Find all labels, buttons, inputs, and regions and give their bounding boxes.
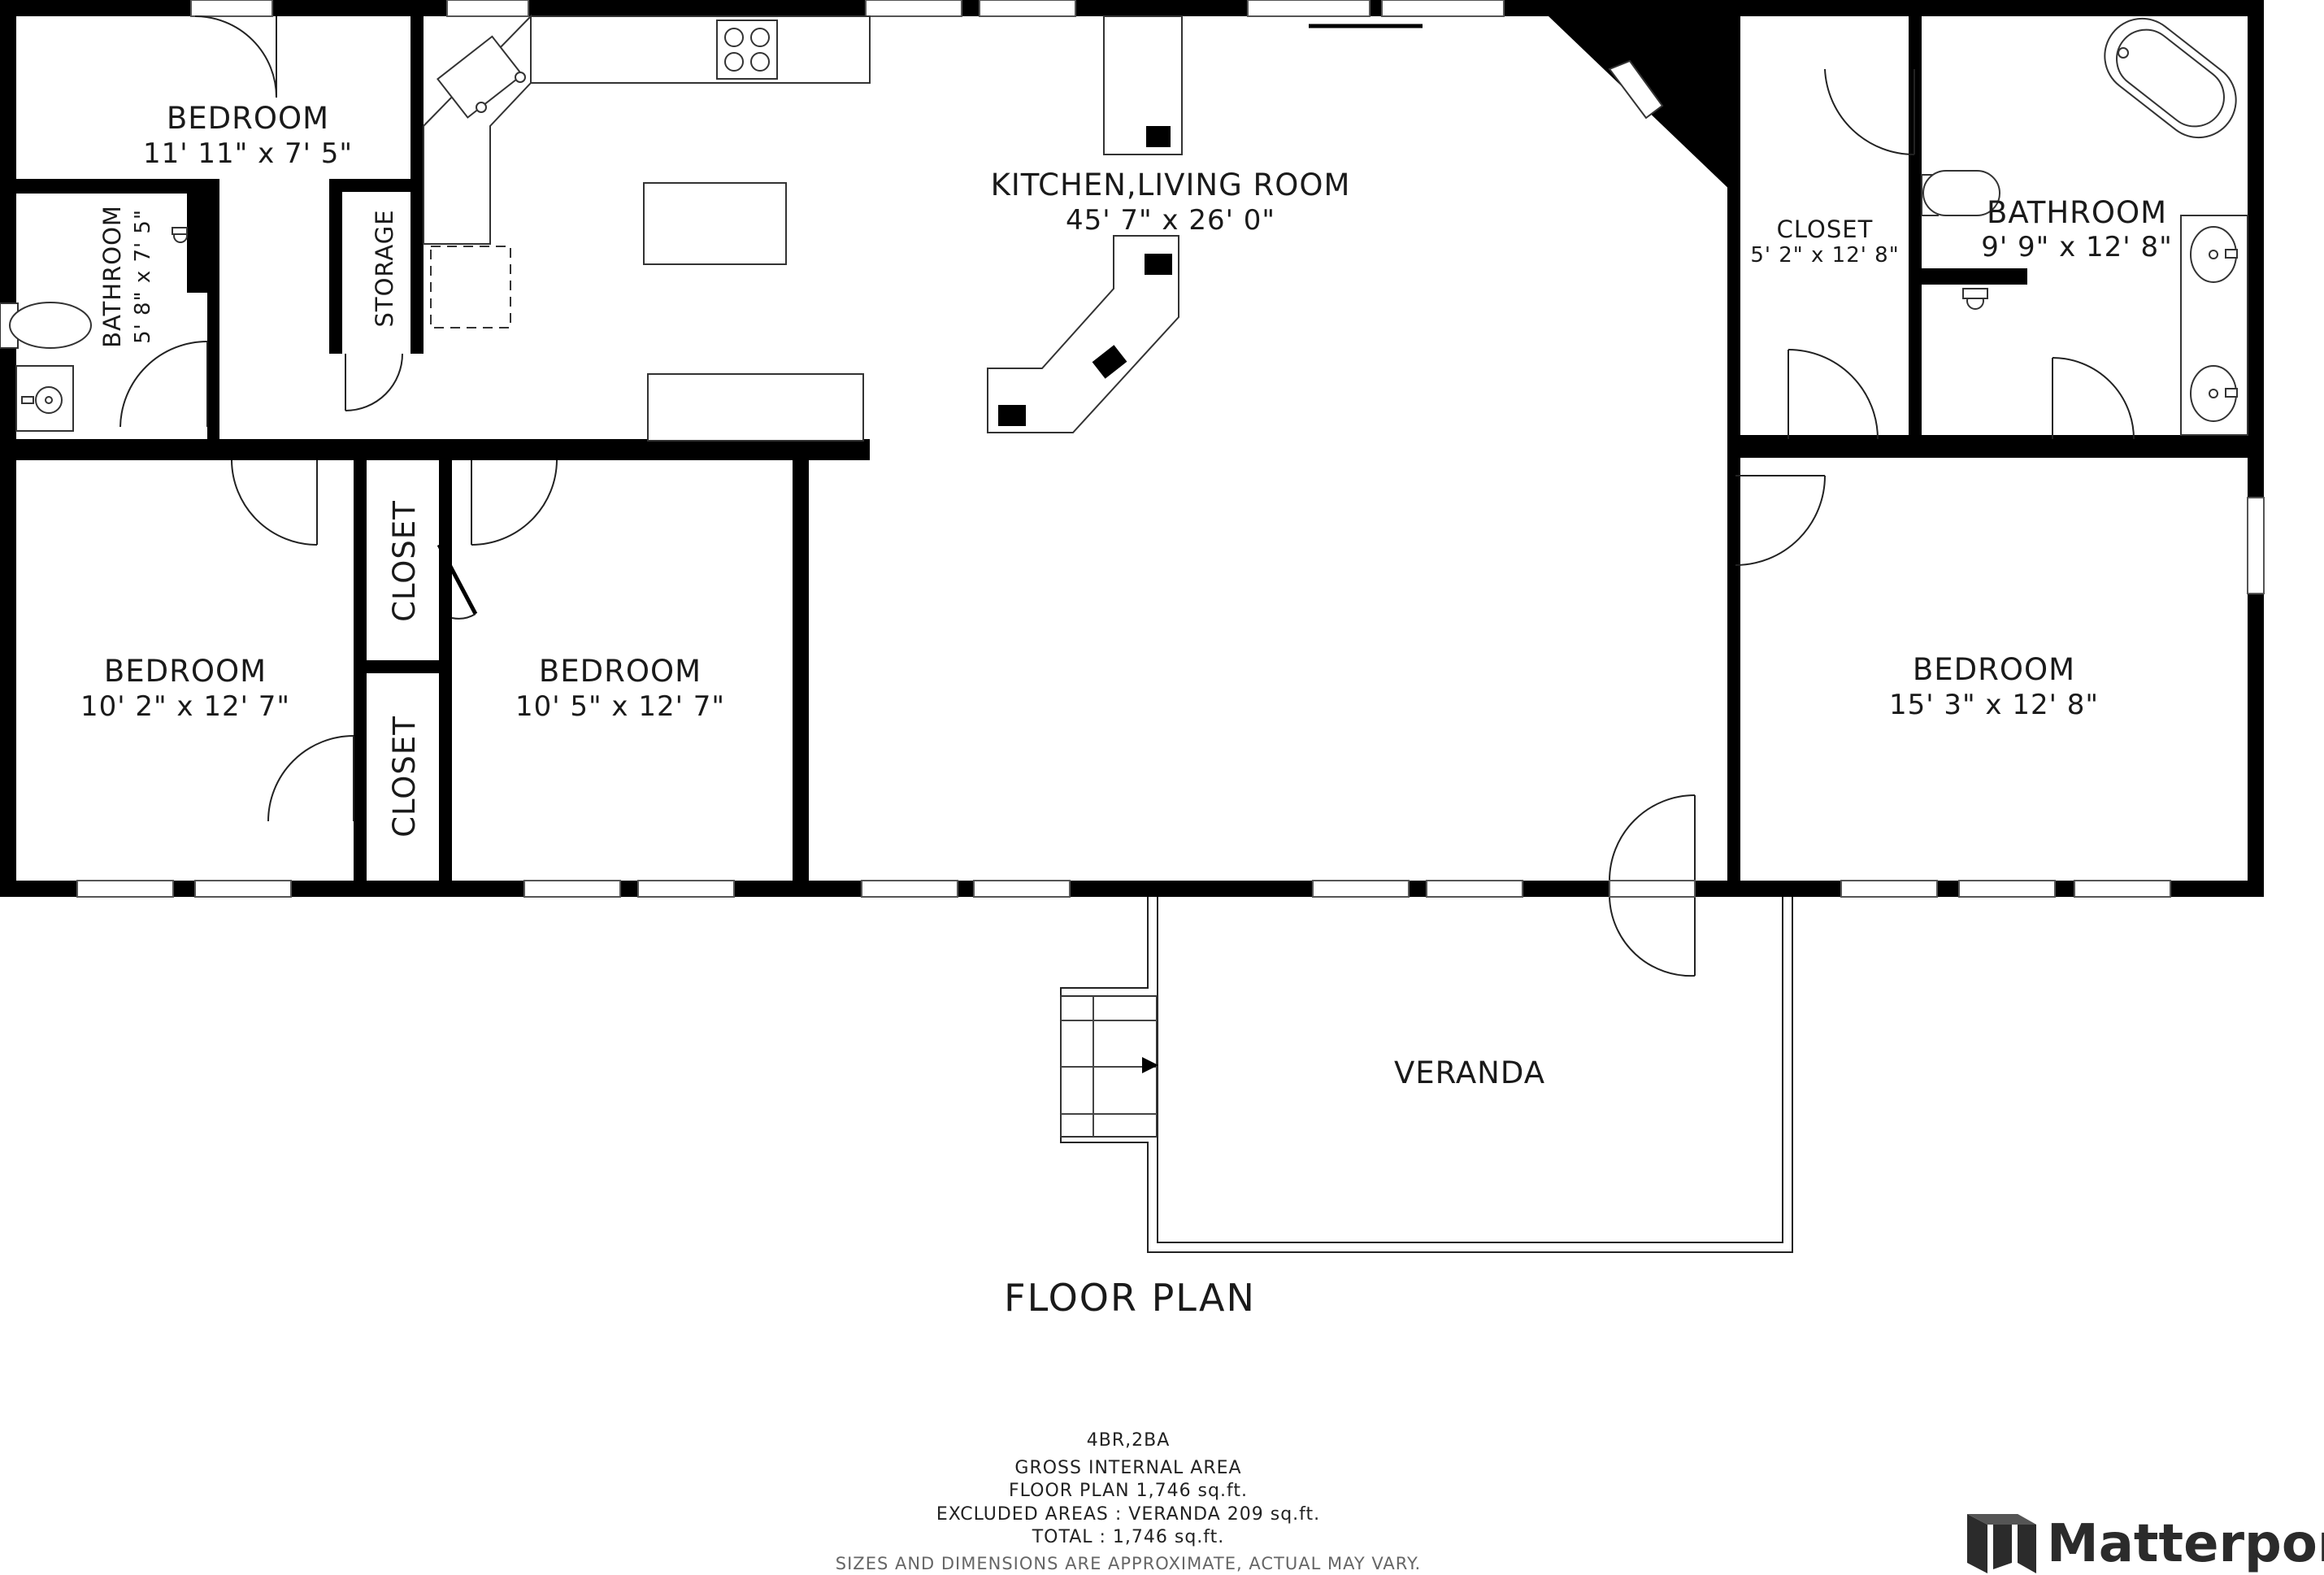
matterport-logo-icon bbox=[1967, 1514, 2036, 1573]
room-dimensions: 10' 5" x 12' 7" bbox=[515, 690, 725, 723]
veranda-outline bbox=[1060, 897, 1793, 1253]
room-name: BEDROOM bbox=[167, 101, 329, 136]
room-storage: STORAGE bbox=[371, 209, 398, 327]
brand-name: Matterport bbox=[2047, 1514, 2324, 1574]
room-bathroom-right: BATHROOM 9' 9" x 12' 8" bbox=[1981, 195, 2172, 263]
disclaimer: SIZES AND DIMENSIONS ARE APPROXIMATE, AC… bbox=[836, 1554, 1421, 1573]
room-name: CLOSET bbox=[1777, 215, 1874, 243]
plan-title: FLOOR PLAN bbox=[1004, 1276, 1256, 1320]
room-bedroom-bottom-left: BEDROOM 10' 2" x 12' 7" bbox=[80, 654, 290, 723]
kitchen-fixtures bbox=[423, 14, 1664, 442]
room-dimensions: 11' 11" x 7' 5" bbox=[143, 137, 353, 170]
area-summary: 4BR,2BA GROSS INTERNAL AREA FLOOR PLAN 1… bbox=[836, 1430, 1421, 1573]
toilet-icon-right bbox=[1922, 170, 2000, 216]
summary-line: 4BR,2BA bbox=[1087, 1430, 1171, 1451]
room-dimensions: 5' 8" x 7' 5" bbox=[131, 209, 155, 344]
room-name: BATHROOM bbox=[1987, 195, 2167, 230]
cooktop-icon bbox=[716, 20, 778, 80]
room-closet-upper: CLOSET bbox=[387, 500, 422, 622]
kitchen-island bbox=[643, 182, 787, 265]
summary-line: FLOOR PLAN 1,746 sq.ft. bbox=[1009, 1481, 1248, 1501]
bathroom-fixtures bbox=[0, 17, 2248, 436]
bathtub-icon bbox=[2104, 17, 2237, 139]
room-dimensions: 9' 9" x 12' 8" bbox=[1981, 231, 2172, 263]
room-bathroom-left: BATHROOM 5' 8" x 7' 5" bbox=[98, 205, 155, 348]
room-bedroom-bottom-mid: BEDROOM 10' 5" x 12' 7" bbox=[515, 654, 725, 723]
room-veranda: VERANDA bbox=[1394, 1055, 1545, 1090]
windows bbox=[0, 0, 2265, 898]
room-closet-lower: CLOSET bbox=[387, 716, 422, 838]
room-bedroom-right: BEDROOM 15' 3" x 12' 8" bbox=[1889, 652, 2099, 721]
room-name: KITCHEN,LIVING ROOM bbox=[991, 168, 1351, 202]
kitchen-sink-icon bbox=[437, 35, 523, 119]
room-dimensions: 5' 2" x 12' 8" bbox=[1750, 243, 1899, 268]
room-bedroom-top-left: BEDROOM 11' 11" x 7' 5" bbox=[143, 101, 353, 170]
summary-line: EXCLUDED AREAS : VERANDA 209 sq.ft. bbox=[936, 1504, 1320, 1525]
doors bbox=[119, 15, 2135, 977]
summary-line: TOTAL : 1,746 sq.ft. bbox=[1032, 1527, 1225, 1547]
room-dimensions: 10' 2" x 12' 7" bbox=[80, 690, 290, 723]
room-name: CLOSET bbox=[387, 500, 422, 622]
summary-line: GROSS INTERNAL AREA bbox=[1014, 1458, 1241, 1478]
room-name: CLOSET bbox=[387, 716, 422, 838]
room-dimensions: 45' 7" x 26' 0" bbox=[1066, 204, 1275, 237]
room-name: VERANDA bbox=[1394, 1055, 1545, 1090]
toilet-icon bbox=[9, 302, 92, 349]
room-name: STORAGE bbox=[371, 209, 398, 327]
room-kitchen-living: KITCHEN,LIVING ROOM 45' 7" x 26' 0" bbox=[991, 168, 1351, 237]
interior-walls bbox=[0, 16, 2264, 883]
room-name: BATHROOM bbox=[98, 205, 126, 348]
room-name: BEDROOM bbox=[1913, 652, 2075, 687]
room-name: BEDROOM bbox=[539, 654, 702, 689]
room-name: BEDROOM bbox=[104, 654, 267, 689]
matterport-logo: Matterport bbox=[1967, 1514, 2324, 1574]
room-closet-right: CLOSET 5' 2" x 12' 8" bbox=[1750, 215, 1899, 268]
room-dimensions: 15' 3" x 12' 8" bbox=[1889, 689, 2099, 721]
